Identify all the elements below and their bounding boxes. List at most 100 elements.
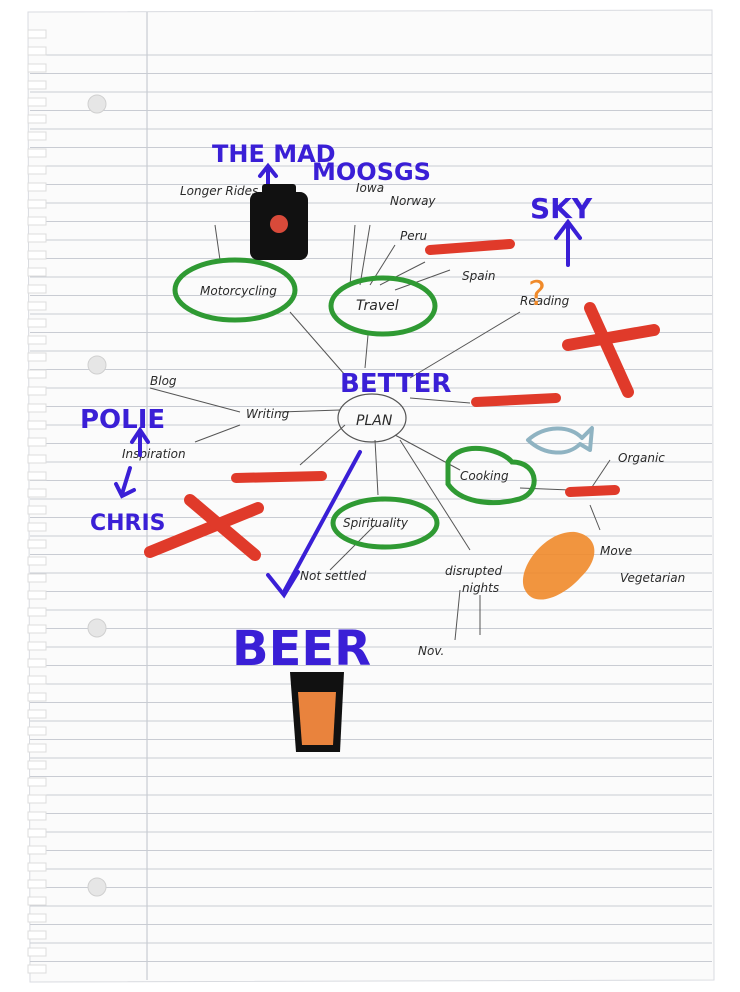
torn-notch — [27, 352, 47, 362]
torn-notch — [27, 148, 47, 158]
torn-notch — [27, 182, 47, 192]
torn-notch — [27, 539, 47, 549]
motorcycling-circle — [172, 257, 298, 323]
torn-notch — [27, 522, 47, 532]
torn-notch — [27, 80, 47, 90]
torn-notch — [27, 216, 47, 226]
spirituality-circle — [330, 496, 440, 550]
blue-arrows — [114, 162, 582, 599]
torn-notch — [27, 131, 47, 141]
paper-sheet — [27, 9, 715, 983]
torn-notch — [27, 46, 47, 56]
sausage-icon — [523, 531, 595, 600]
torn-notch — [27, 420, 47, 430]
branch-travel: Travel — [356, 298, 399, 314]
torn-notch — [27, 709, 47, 719]
torn-notch — [27, 947, 47, 957]
torn-notch — [27, 437, 47, 447]
torn-notch — [27, 318, 47, 328]
leaf-inspiration: Inspiration — [122, 447, 186, 461]
punch-hole — [87, 355, 107, 375]
torn-notch — [27, 692, 47, 702]
leaf-move: Move — [600, 544, 632, 558]
torn-notch — [27, 386, 47, 396]
torn-notch — [27, 641, 47, 651]
question-mark: ? — [528, 274, 546, 314]
red-cross-writing — [144, 494, 264, 561]
torn-notch — [27, 590, 47, 600]
branch-disrupted: disrupted — [445, 564, 502, 578]
leaf-organic: Organic — [618, 451, 665, 465]
annotation-the-mad: THE MAD — [212, 140, 336, 168]
center-label: PLAN — [356, 413, 393, 429]
leaf-not-settled: Not settled — [300, 569, 367, 583]
torn-notch — [27, 777, 47, 787]
branch-motorcycling: Motorcycling — [200, 284, 277, 298]
torn-notch — [27, 607, 47, 617]
center-node — [337, 393, 407, 443]
torn-notch — [27, 828, 47, 838]
torn-notch — [27, 811, 47, 821]
torn-notch — [27, 488, 47, 498]
torn-notch — [27, 726, 47, 736]
torn-notch — [27, 403, 47, 413]
torn-notch — [27, 267, 47, 277]
torn-notch — [27, 896, 47, 906]
fish-icon — [526, 426, 594, 455]
torn-notch — [27, 845, 47, 855]
torn-notch — [27, 505, 47, 515]
center-title: BETTER — [340, 369, 451, 399]
torn-notch — [27, 743, 47, 753]
torn-notch — [27, 658, 47, 668]
torn-notch — [27, 471, 47, 481]
torn-notch — [27, 675, 47, 685]
torn-notch — [27, 250, 47, 260]
leaf-iowa: Iowa — [356, 181, 384, 195]
torn-notch — [27, 199, 47, 209]
torn-notch — [27, 862, 47, 872]
red-scribbles — [231, 239, 620, 497]
torn-notch — [27, 165, 47, 175]
torn-notch — [27, 29, 47, 39]
torn-notch — [27, 454, 47, 464]
torn-notch — [27, 369, 47, 379]
annotation-chris: CHRIS — [90, 511, 166, 536]
cooking-circle — [445, 445, 537, 506]
branch-reading: Reading — [520, 294, 570, 308]
leaf-spain: Spain — [462, 269, 496, 283]
punch-hole — [87, 618, 107, 638]
annotation-polie: POLIE — [80, 405, 165, 435]
torn-notch — [27, 233, 47, 243]
annotation-beer: BEER — [232, 621, 371, 677]
torn-notch — [27, 794, 47, 804]
branch-cooking: Cooking — [460, 469, 509, 483]
torn-notch — [27, 964, 47, 974]
torn-notch — [27, 556, 47, 566]
annotation-moosgs: MOOSGS — [312, 158, 431, 186]
torn-notch — [27, 335, 47, 345]
torn-notch — [27, 97, 47, 107]
branch-writing: Writing — [246, 407, 290, 421]
torn-edge — [27, 29, 47, 974]
torn-notch — [27, 913, 47, 923]
ruled-lines — [30, 54, 712, 962]
torn-notch — [27, 760, 47, 770]
torn-notch — [27, 930, 47, 940]
torn-notch — [27, 301, 47, 311]
leaf-blog: Blog — [150, 374, 177, 388]
leaf-nov: Nov. — [418, 644, 444, 658]
branch-nights: nights — [462, 581, 499, 595]
leaf-longer-rides: Longer Rides — [180, 184, 258, 198]
punch-hole — [87, 94, 107, 114]
leaf-vegetarian: Vegetarian — [620, 571, 685, 585]
torn-notch — [27, 879, 47, 889]
torn-notch — [27, 114, 47, 124]
torn-notch — [27, 624, 47, 634]
torn-notch — [27, 284, 47, 294]
leaf-peru: Peru — [400, 229, 428, 243]
jar-icon — [250, 184, 308, 260]
travel-circle — [328, 275, 438, 337]
beer-glass-icon — [290, 672, 344, 752]
